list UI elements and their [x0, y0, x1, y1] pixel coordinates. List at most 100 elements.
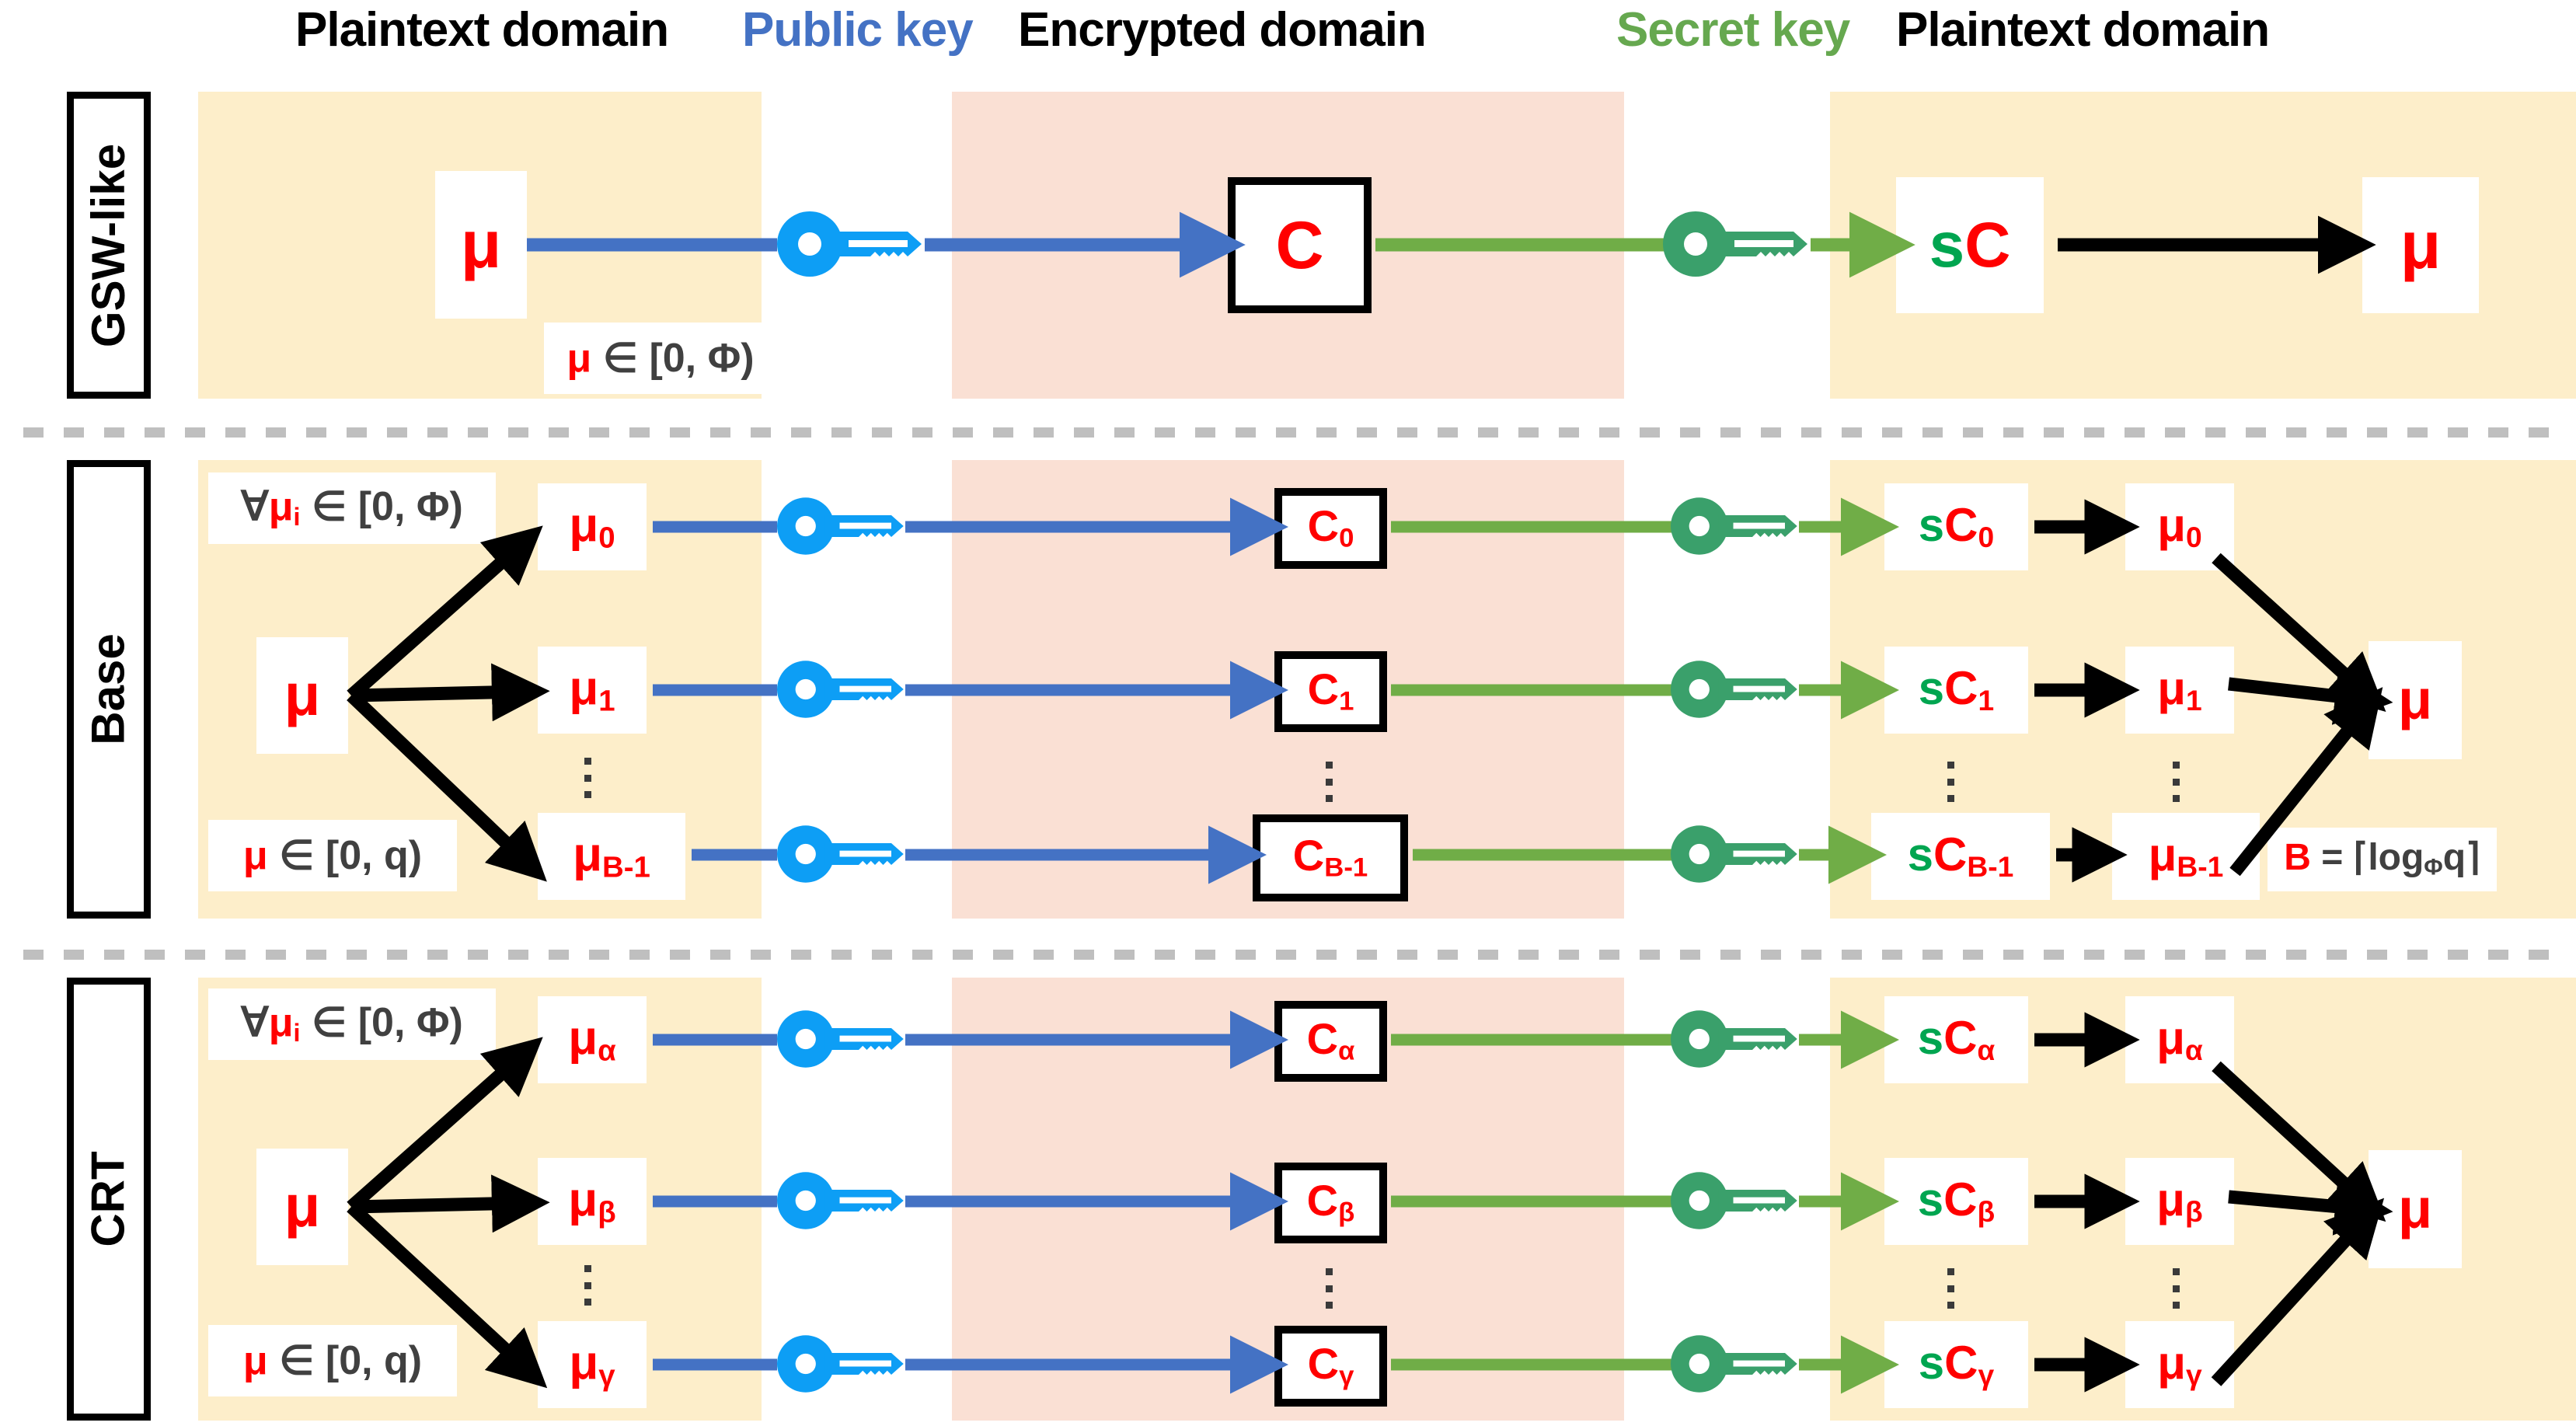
ciphertext-box-crt-2: Cγ: [1274, 1326, 1387, 1407]
ellipsis-decrypted-base: [1947, 762, 1954, 802]
constraint-crt-forall-sub: i: [293, 1019, 301, 1048]
recovered-chip-base-1: μ1: [2125, 647, 2234, 734]
constraint-gsw-range-rest: ∈ [0, Φ): [591, 336, 755, 381]
recovered-chip-base-2: μB-1: [2112, 813, 2260, 900]
public-key-icon-crt-0: [777, 1010, 904, 1068]
ciphertext-box-base-0: C0: [1274, 488, 1387, 569]
note-base-rest: = ⌈log: [2310, 837, 2424, 879]
constraint-chip-crt-range: μ ∈ [0, q): [208, 1325, 457, 1396]
source-chip-base: μ: [256, 637, 348, 754]
column-header-plaintext-left: Plaintext domain: [295, 3, 669, 57]
ciphertext-base-2-sub: B-1: [1324, 852, 1368, 883]
ciphertext-crt-0-sub: α: [1338, 1036, 1355, 1066]
recovered-chip-gsw-0: μ: [2362, 177, 2479, 313]
public-key-icon-gsw: [777, 211, 922, 277]
secret-key-icon-base-1: [1671, 661, 1797, 718]
ciphertext-box-base-2: CB-1: [1253, 814, 1408, 901]
plaintext-chip-gsw-0: μ: [435, 171, 527, 319]
constraint-base-forall-sub: i: [293, 503, 301, 532]
public-key-icon-base-2: [777, 825, 904, 883]
constraint-base-range-rest: ∈ [0, q): [267, 833, 423, 878]
row-title-gsw: GSW-like: [67, 92, 151, 399]
decrypted-base-0-sub: 0: [1978, 520, 1995, 553]
plaintext-chip-base-2: μB-1: [538, 813, 685, 900]
plaintext-chip-base-0: μ0: [538, 483, 647, 570]
public-key-icon-base-0: [777, 497, 904, 555]
constraint-chip-base-range: μ ∈ [0, q): [208, 820, 457, 891]
recovered-base-0-sub: 0: [2186, 520, 2202, 553]
ellipsis-plaintext-crt: [584, 1265, 591, 1306]
plaintext-base-2-sub: B-1: [602, 850, 650, 884]
decrypted-base-2-s: s: [1907, 828, 1934, 880]
row-separator-2: [23, 950, 2560, 960]
constraint-base-range-prefix: μ: [242, 833, 268, 878]
plaintext-chip-base-1: μ1: [538, 647, 647, 734]
ciphertext-box-crt-0: Cα: [1274, 1001, 1387, 1082]
decrypted-chip-crt-1: sCβ: [1884, 1158, 2028, 1245]
decrypted-base-0-s: s: [1918, 498, 1945, 551]
secret-key-icon-base-0: [1671, 497, 1797, 555]
ciphertext-base-1-sub: 1: [1339, 686, 1354, 716]
constraint-chip-gsw-range: μ ∈ [0, Φ): [544, 323, 777, 394]
decrypted-crt-0-s: s: [1917, 1011, 1944, 1064]
public-key-icon-base-1: [777, 661, 904, 718]
recovered-gsw-0-label: μ: [2400, 207, 2442, 283]
secret-key-icon-base-2: [1671, 825, 1797, 883]
recovered-chip-base-0: μ0: [2125, 483, 2234, 570]
note-chip-base: B = ⌈logΦq⌉: [2268, 828, 2497, 891]
plaintext-crt-0-sub: α: [598, 1034, 616, 1067]
decrypted-crt-1-sub: β: [1977, 1194, 1996, 1228]
note-base-tail: q⌉: [2442, 837, 2480, 879]
plaintext-crt-2-sub: γ: [598, 1358, 615, 1392]
column-header-secret-key: Secret key: [1616, 3, 1850, 57]
decrypted-chip-base-1: sC1: [1884, 647, 2028, 734]
row-title-crt: CRT: [67, 978, 151, 1421]
recovered-chip-crt-2: μγ: [2125, 1321, 2234, 1408]
plaintext-chip-crt-0: μα: [538, 996, 647, 1083]
ciphertext-crt-1-sub: β: [1338, 1198, 1355, 1228]
decrypted-crt-2-sub: γ: [1978, 1358, 1995, 1391]
plaintext-base-0-sub: 0: [598, 521, 615, 554]
constraint-crt-forall-rest: ∈ [0, Φ): [300, 1000, 463, 1046]
plaintext-gsw-0-label: μ: [460, 207, 502, 282]
decrypted-chip-crt-0: sCα: [1884, 996, 2028, 1083]
decrypted-chip-crt-2: sCγ: [1884, 1321, 2028, 1408]
plaintext-crt-1-sub: β: [598, 1195, 616, 1229]
recovered-crt-2-sub: γ: [2186, 1358, 2202, 1391]
ciphertext-box-gsw-0: C: [1228, 177, 1372, 313]
secret-key-icon-gsw: [1663, 211, 1807, 277]
decrypted-crt-0-sub: α: [1977, 1033, 1996, 1066]
public-key-icon-crt-2: [777, 1335, 904, 1393]
constraint-crt-range-prefix: μ: [242, 1338, 268, 1383]
row-separator-1: [23, 427, 2560, 438]
source-base-label: μ: [284, 662, 321, 728]
ellipsis-ciphertext-crt: [1326, 1268, 1333, 1309]
secret-key-icon-crt-2: [1671, 1335, 1797, 1393]
merged-crt-label: μ: [2397, 1178, 2433, 1240]
source-chip-crt: μ: [256, 1149, 348, 1265]
plaintext-chip-crt-2: μγ: [538, 1321, 647, 1408]
constraint-chip-base-forall: ∀μi ∈ [0, Φ): [208, 472, 496, 544]
merged-base-label: μ: [2397, 669, 2433, 731]
recovered-base-1-sub: 1: [2186, 683, 2202, 716]
decrypted-crt-2-s: s: [1918, 1336, 1945, 1389]
column-header-public-key: Public key: [742, 3, 974, 57]
decrypted-chip-gsw-0: sC: [1896, 177, 2044, 313]
source-crt-label: μ: [284, 1173, 321, 1239]
decrypted-base-2-sub: B-1: [1967, 849, 2014, 883]
constraint-chip-crt-forall: ∀μi ∈ [0, Φ): [208, 988, 496, 1060]
recovered-chip-crt-1: μβ: [2125, 1158, 2234, 1245]
recovered-base-2-sub: B-1: [2177, 849, 2224, 883]
ellipsis-recovered-crt: [2173, 1268, 2180, 1309]
ciphertext-gsw-0-label: C: [1275, 207, 1324, 283]
ciphertext-base-0-sub: 0: [1339, 523, 1354, 553]
decrypted-base-1-s: s: [1918, 661, 1945, 714]
column-header-encrypted: Encrypted domain: [1018, 3, 1427, 57]
note-base-sub: Φ: [2424, 854, 2443, 880]
secret-key-icon-crt-0: [1671, 1010, 1797, 1068]
row-title-base: Base: [67, 460, 151, 919]
merged-chip-base: μ: [2369, 641, 2462, 759]
secret-key-icon-crt-1: [1671, 1172, 1797, 1229]
plaintext-chip-crt-1: μβ: [538, 1158, 647, 1245]
